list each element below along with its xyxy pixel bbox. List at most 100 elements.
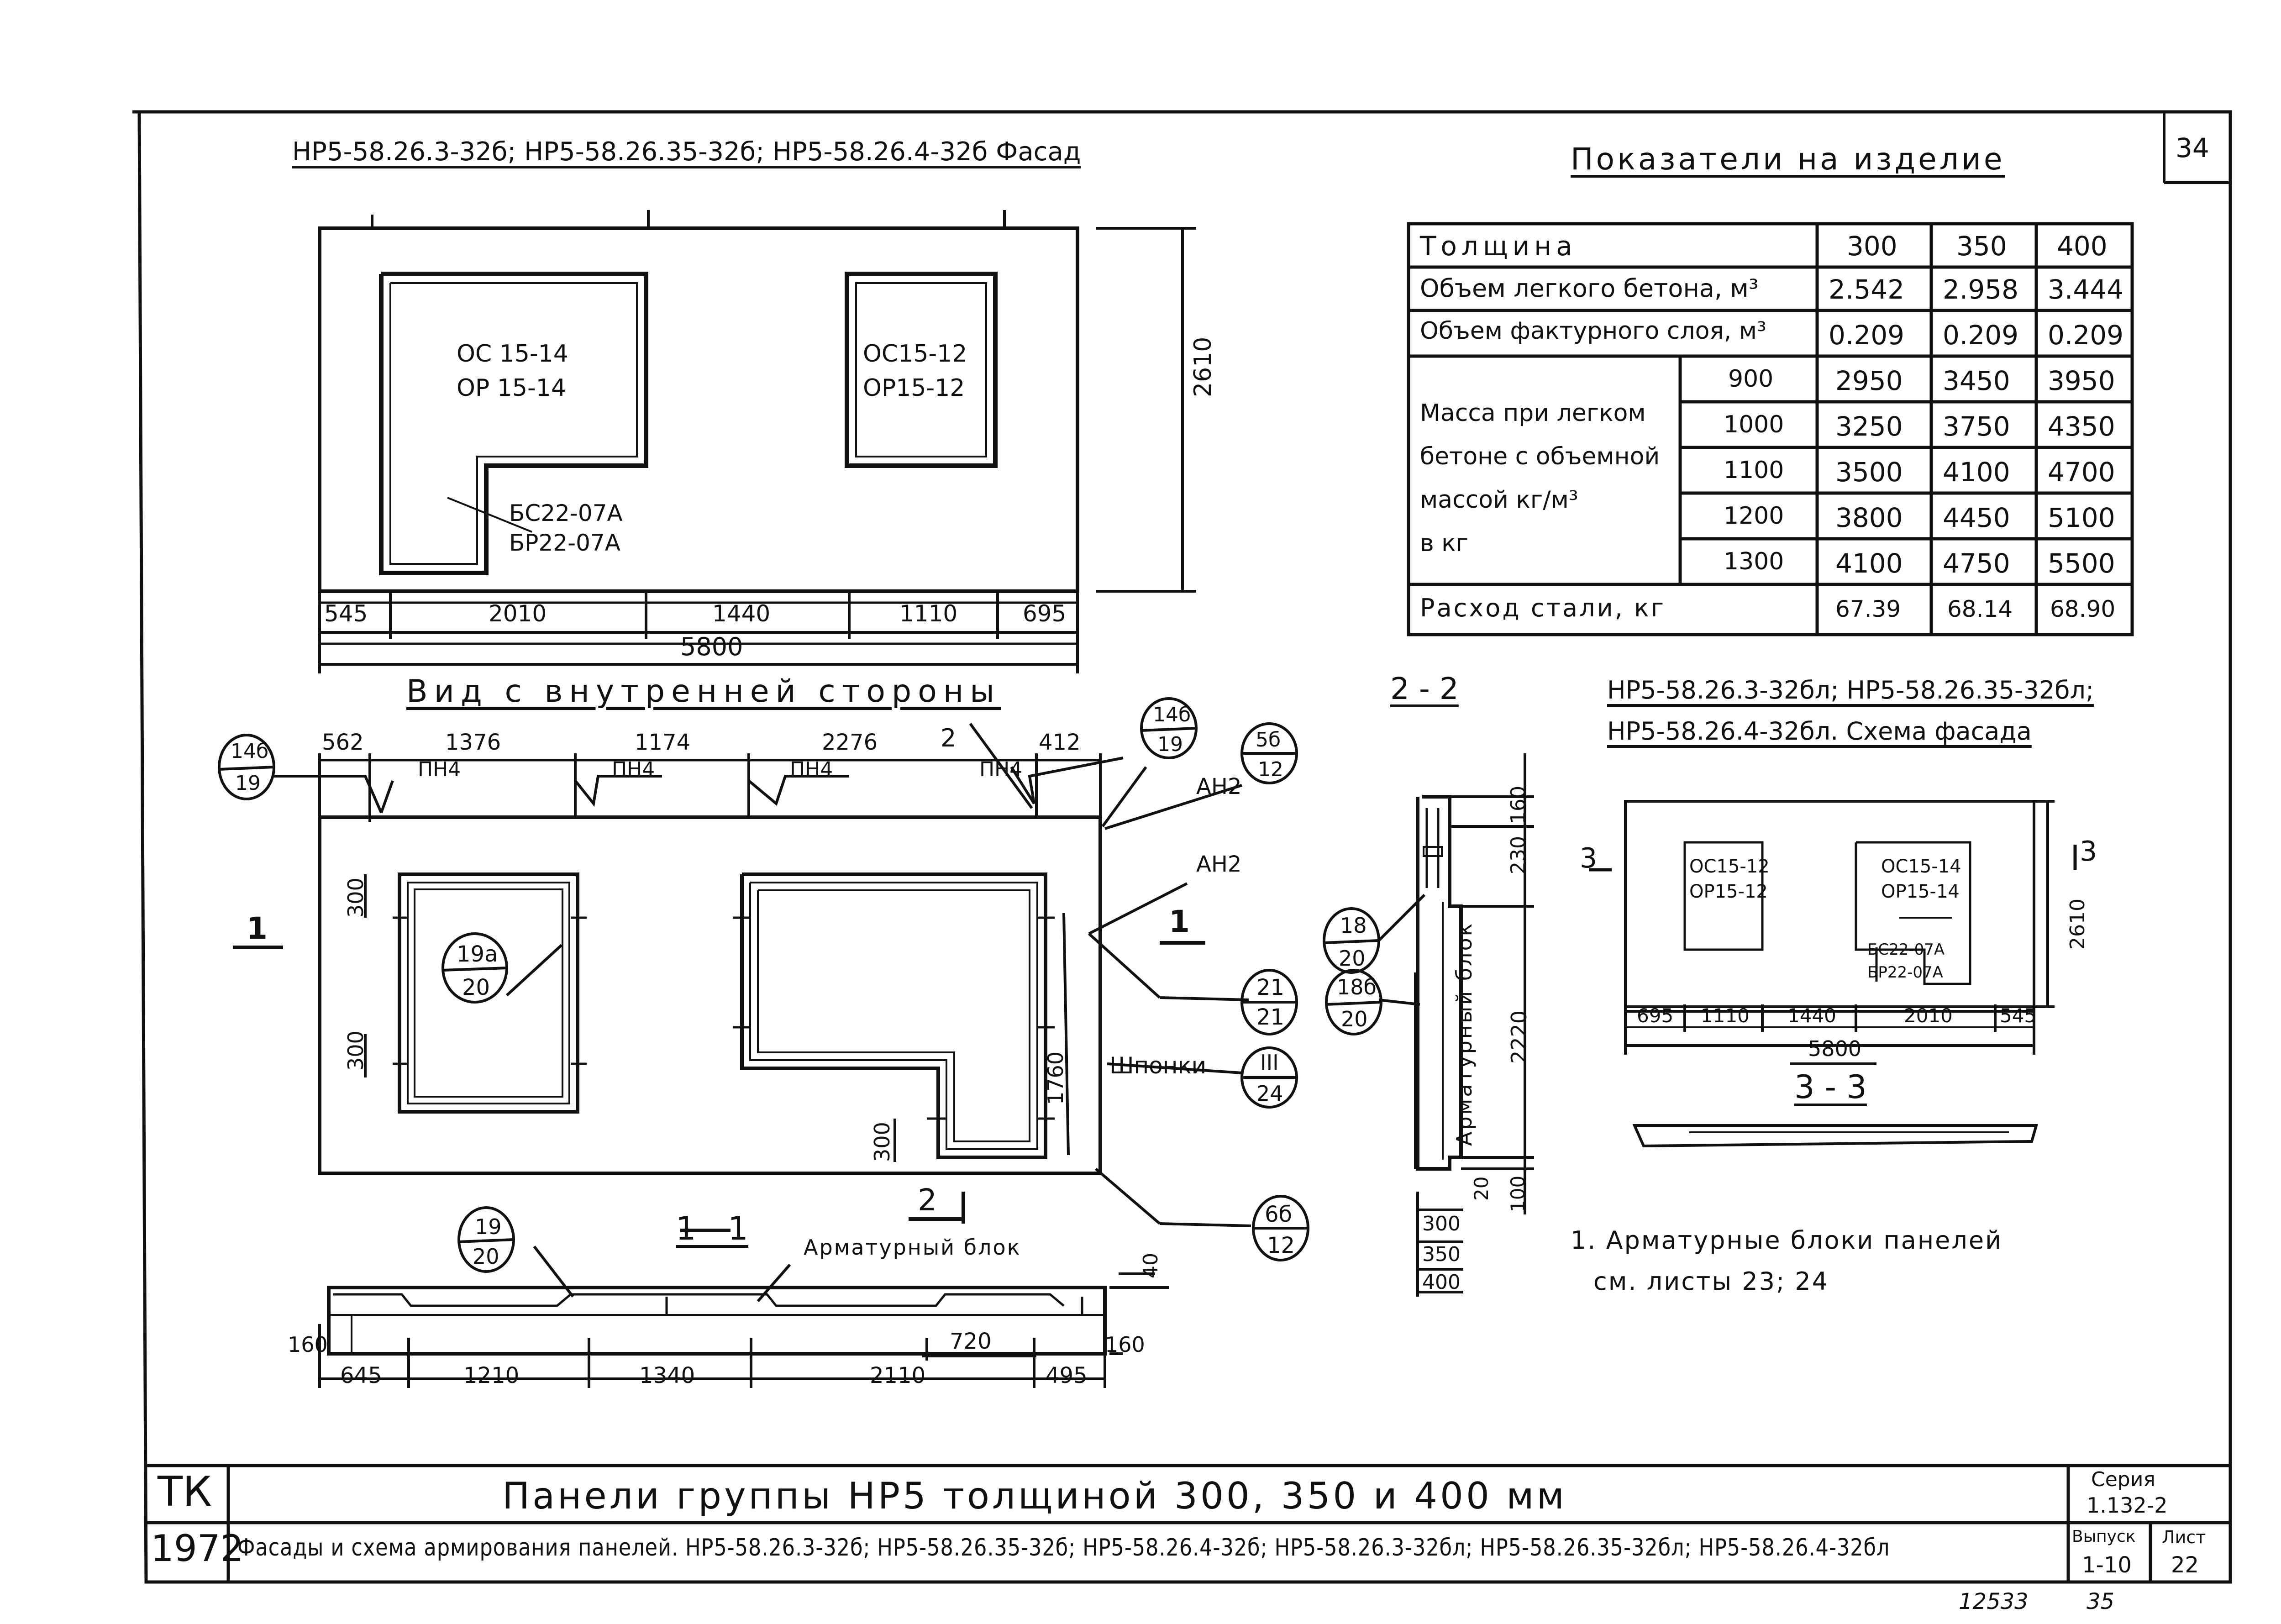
facade-title: НР5-58.26.3-32б; НР5-58.26.35-32б; НР5-5… [292, 137, 1081, 167]
stamp-title: Панели группы НР5 толщиной 300, 350 и 40… [502, 1475, 1567, 1517]
pn-label-2: ПН4 [612, 758, 655, 781]
section-11-dim-1210: 1210 [463, 1363, 520, 1388]
callout-2-top: 14б [1153, 703, 1191, 726]
thickness-400: 400 [2057, 231, 2108, 262]
inner-dim-300-a: 300 [343, 878, 368, 918]
an-label-2: АН2 [1196, 851, 1242, 877]
stamp-series-label: Серия [2091, 1468, 2155, 1491]
scheme-door-top: БС22-07А [1867, 941, 1945, 959]
section-2-mark-top: 2 [941, 724, 957, 752]
row-facing-350: 0.209 [1943, 320, 2019, 351]
mass-1000-350: 3750 [1943, 411, 2010, 442]
callout-3-bottom: 12 [1258, 758, 1283, 781]
inner-dim-300-b: 300 [343, 1030, 368, 1071]
stamp-subtitle: Фасады и схема армирования панелей. НР5-… [237, 1534, 1890, 1561]
callout-10-bottom: 20 [1341, 1007, 1368, 1031]
inner-dim-300-c: 300 [870, 1122, 894, 1162]
steel-400: 68.90 [2050, 596, 2116, 622]
scheme-window1-bottom: ОР15-12 [1689, 881, 1768, 902]
window-left-top: ОС 15-14 [457, 340, 568, 368]
mass-1100-300: 3500 [1835, 457, 1903, 488]
scheme-dim-1440: 1440 [1787, 1004, 1836, 1027]
row-light-concrete-400: 3.444 [2048, 274, 2124, 305]
stamp-sheet-label: Лист [2162, 1527, 2206, 1547]
callout-2-bottom: 19 [1157, 733, 1183, 756]
callout-6-top: III [1260, 1050, 1279, 1075]
stamp-issue: 1-10 [2082, 1552, 2132, 1578]
scheme-dim-2010: 2010 [1904, 1004, 1953, 1027]
density-1100: 1100 [1724, 457, 1784, 484]
callout-9-top: 18 [1340, 913, 1367, 938]
facade-height: 2610 [1189, 336, 1217, 397]
row-facing-400: 0.209 [2048, 320, 2124, 351]
section-1-mark-left: 1 [247, 911, 268, 946]
callout-1-bottom: 19 [235, 772, 261, 795]
callout-4-bottom: 20 [462, 975, 490, 1000]
density-1300: 1300 [1724, 548, 1784, 575]
mass-1000-300: 3250 [1835, 411, 1903, 442]
callout-7-top: 6б [1265, 1202, 1293, 1227]
facade-total: 5800 [680, 632, 743, 661]
indicators-title: Показатели на изделие [1571, 142, 2005, 177]
stamp-year: 1972 [151, 1527, 244, 1570]
note-line-1: 1. Арматурные блоки панелей [1571, 1226, 2003, 1255]
pn-label-1: ПН4 [418, 758, 461, 781]
mass-1300-350: 4750 [1943, 548, 2010, 579]
mass-1100-350: 4100 [1943, 457, 2010, 488]
inner-dim-562: 562 [322, 730, 364, 755]
callout-9-bottom: 20 [1339, 946, 1366, 971]
scheme-mark-left: 3 [1580, 842, 1598, 874]
inner-dim-2276: 2276 [822, 730, 878, 755]
stamp-issue-label: Выпуск [2072, 1527, 2136, 1546]
inner-dim-412: 412 [1039, 730, 1081, 755]
scheme-title-line-1: НР5-58.26.3-32бл; НР5-58.26.35-32бл; [1607, 676, 2094, 704]
row-light-concrete-label: Объем легкого бетона, м³ [1420, 274, 1759, 303]
section-11-title: 1 - 1 [676, 1210, 748, 1247]
mass-1300-300: 4100 [1835, 548, 1903, 579]
facade-dim-545: 545 [324, 600, 368, 627]
mass-1200-400: 5100 [2048, 502, 2115, 533]
callout-3-top: 5б [1256, 728, 1281, 752]
indicators-table: Толщина 300 350 400 Объем легкого бетона… [1409, 224, 2132, 635]
window-left-bottom: ОР 15-14 [457, 374, 566, 402]
stamp-org: ТК [158, 1468, 212, 1516]
window-right-top: ОС15-12 [863, 340, 967, 368]
mass-1000-400: 4350 [2048, 411, 2115, 442]
row-light-concrete-350: 2.958 [1943, 274, 2019, 305]
callout-5-bottom: 21 [1256, 1004, 1285, 1030]
section-22-title: 2 - 2 [1390, 671, 1459, 706]
facade-dim-2010: 2010 [489, 600, 547, 627]
pn-label-3: ПН4 [790, 758, 833, 781]
callout-8-bottom: 20 [473, 1244, 499, 1269]
mass-label-3: массой кг/м³ [1420, 486, 1578, 514]
section-11-dim-40: 40 [1139, 1253, 1162, 1278]
density-1000: 1000 [1724, 411, 1784, 438]
callout-5-top: 21 [1256, 975, 1285, 1000]
section-11-dim-720: 720 [950, 1329, 992, 1354]
row-facing-label: Объем фактурного слоя, м³ [1420, 317, 1766, 345]
section-11-dim-2110: 2110 [870, 1363, 926, 1388]
callout-6-bottom: 24 [1256, 1081, 1283, 1106]
sheet-number: 34 [2176, 132, 2209, 163]
mass-1300-400: 5500 [2048, 548, 2115, 579]
section-22-dim-230: 230 [1507, 836, 1530, 874]
stamp-sheet: 22 [2171, 1552, 2199, 1578]
mass-900-300: 2950 [1835, 365, 1903, 396]
callout-8-top: 19 [475, 1214, 502, 1239]
pn-label-4: ПН4 [979, 758, 1023, 781]
steel-350: 68.14 [1947, 596, 2013, 622]
callout-1-top: 14б [231, 740, 269, 763]
density-900: 900 [1728, 365, 1774, 393]
section-22-dim-160: 160 [1507, 786, 1530, 824]
thickness-300: 300 [1847, 231, 1897, 262]
scheme-height: 2610 [2066, 899, 2089, 950]
section-22-thick-300: 300 [1422, 1212, 1461, 1235]
inner-dim-1376: 1376 [445, 730, 501, 755]
scheme-total: 5800 [1808, 1036, 1862, 1061]
mass-1200-350: 4450 [1943, 502, 2010, 533]
facade-dim-1110: 1110 [899, 600, 958, 627]
stamp-series: 1.132-2 [2087, 1493, 2168, 1518]
mass-900-400: 3950 [2048, 365, 2115, 396]
scheme-title-line-2: НР5-58.26.4-32бл. Схема фасада [1607, 717, 2032, 746]
